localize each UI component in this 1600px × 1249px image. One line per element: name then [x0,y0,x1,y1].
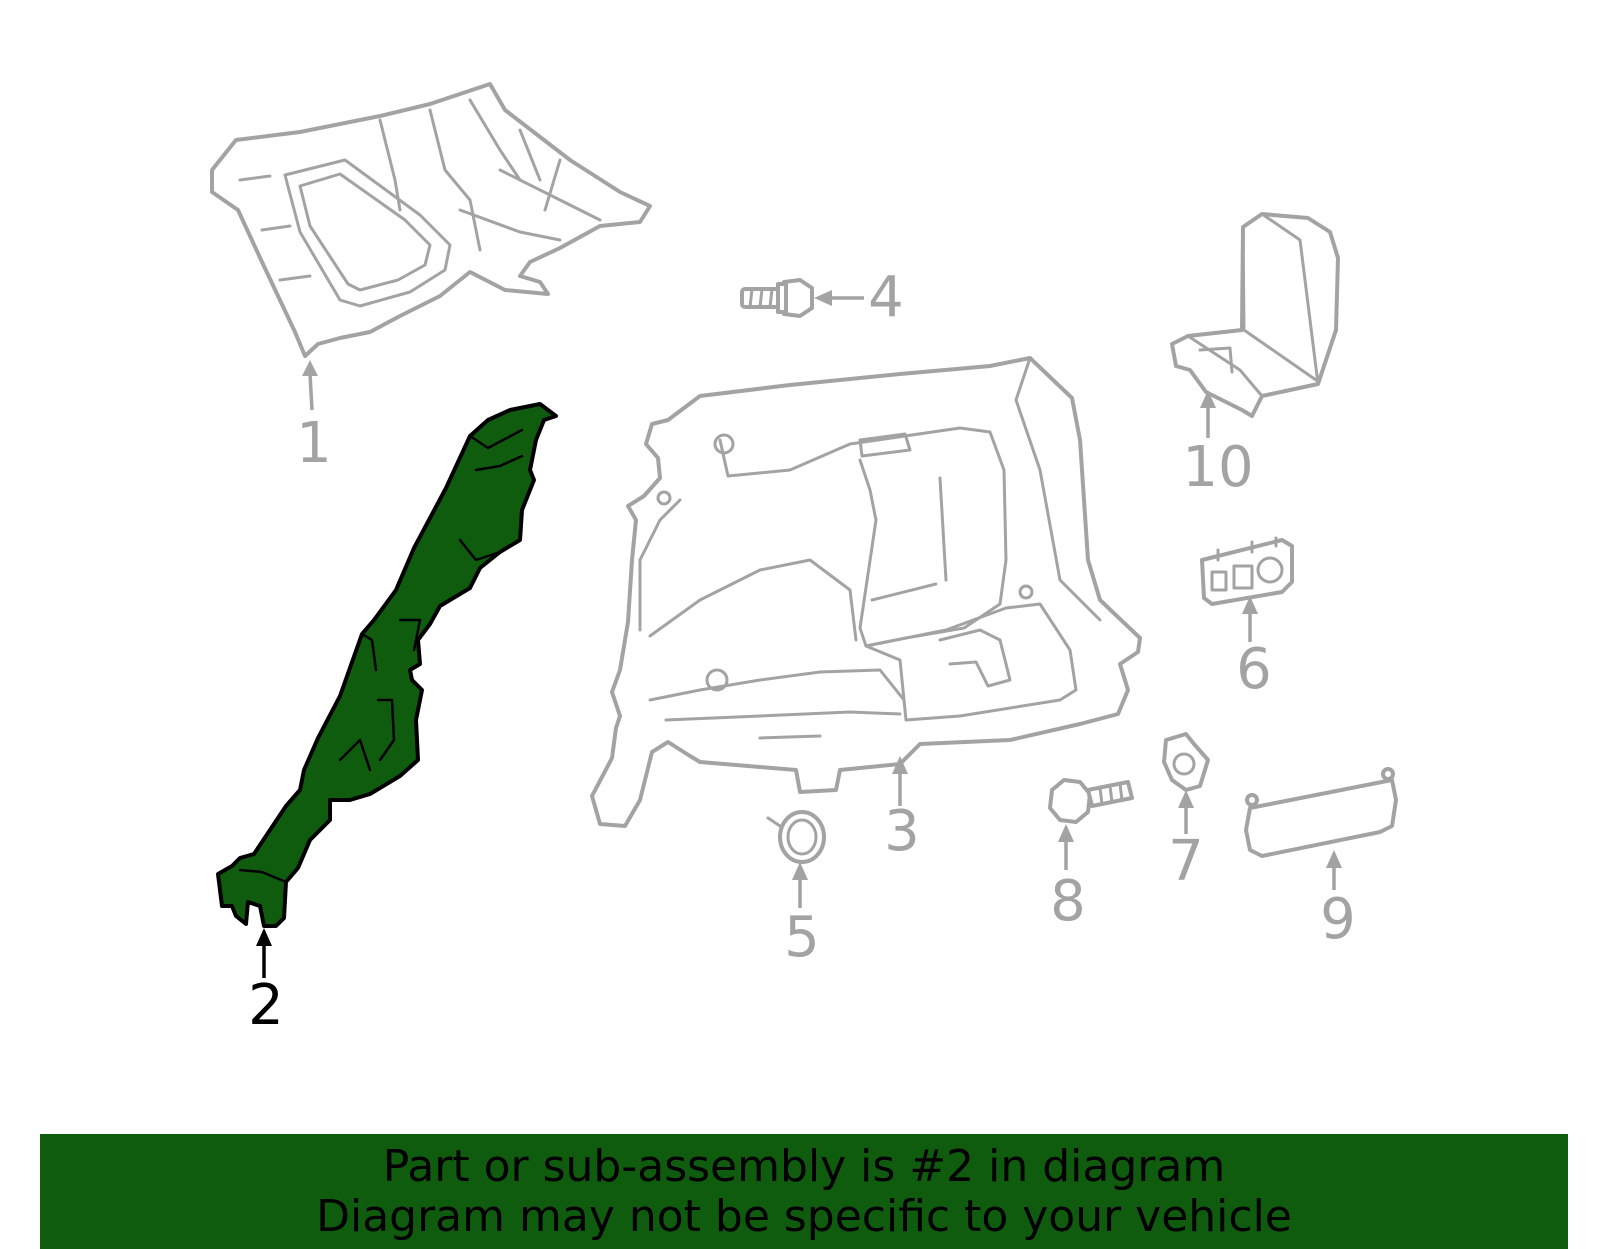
leader-5 [792,862,808,908]
callout-5: 5 [784,905,820,970]
banner-line-disclaimer: Diagram may not be specific to your vehi… [316,1190,1292,1242]
leader-6 [1242,596,1258,642]
leader-9 [1326,850,1342,890]
callout-3: 3 [884,799,920,864]
callout-4: 4 [868,265,904,330]
callout-7: 7 [1168,829,1204,894]
leader-1 [302,360,318,411]
callout-2: 2 [248,973,284,1038]
part-6-switch-bezel [1200,536,1294,606]
leader-10 [1200,390,1216,438]
part-9-trim-strip [1244,767,1398,858]
part-10-bracket [1170,212,1340,418]
callout-1: 1 [296,411,332,476]
leader-3 [892,756,908,806]
part-5-grommet [766,810,826,864]
callout-6: 6 [1236,637,1272,702]
leader-8 [1058,824,1074,870]
banner-line-part-info: Part or sub-assembly is #2 in diagram [382,1140,1226,1192]
callout-9: 9 [1320,887,1356,952]
part-3-quarter-trim-panel [590,356,1142,828]
callout-10: 10 [1182,435,1253,500]
part-1-upper-trim-panel [210,82,652,358]
info-banner: Part or sub-assembly is #2 in diagram Di… [40,1134,1568,1249]
leader-7 [1178,790,1194,834]
leader-2 [256,928,272,978]
callout-8: 8 [1050,869,1086,934]
part-4-bolt [740,278,814,318]
leader-4 [814,290,864,306]
part-8-bolt [1048,778,1134,824]
part-7-clip [1162,732,1210,792]
part-2-pillar-trim-highlighted[interactable] [216,402,558,928]
